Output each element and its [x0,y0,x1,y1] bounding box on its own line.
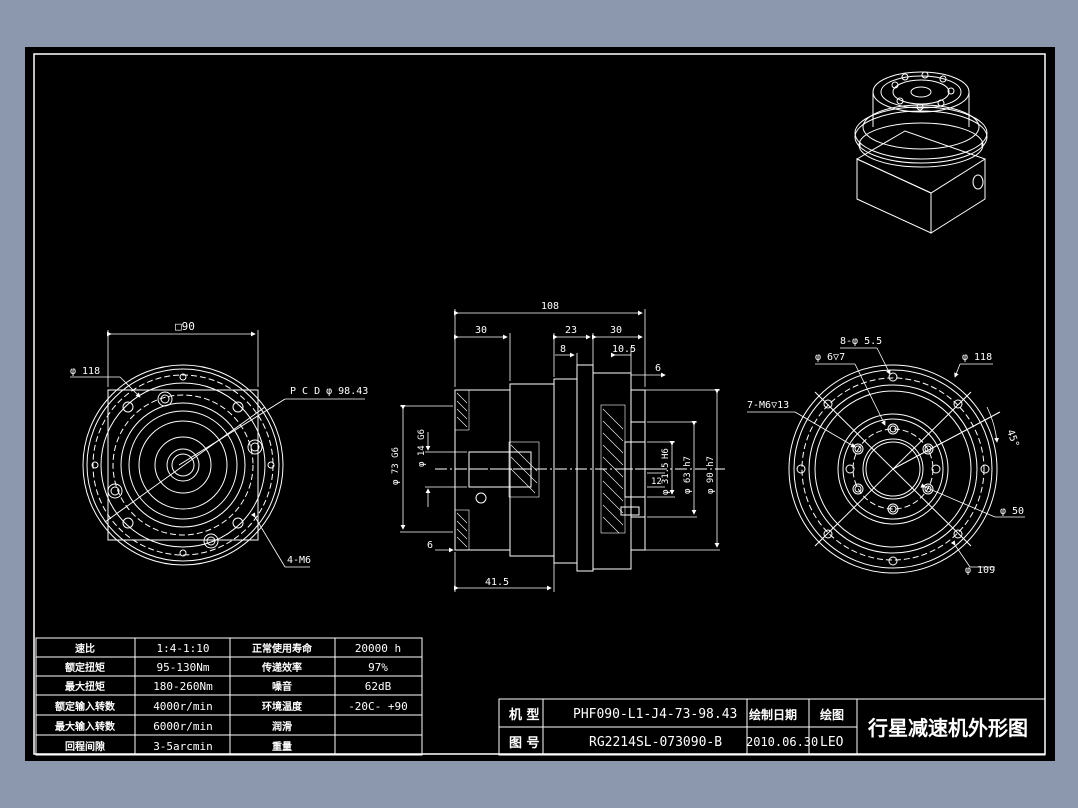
title-drawing-no-value: RG2214SL-073090-B [589,735,722,750]
dim-10-5: 10.5 [612,344,636,355]
side-view [435,364,725,572]
spec-param-value: 95-130Nm [157,661,210,674]
spec-param-value: 1:4-1:10 [157,642,210,655]
title-model-label: 机 型 [509,707,540,723]
dim-dia109: φ 109 [965,565,995,576]
spec-param-label: 额定扭矩 [65,661,105,674]
dim-dia50: φ 50 [1000,506,1024,517]
spec-param-label: 正常使用寿命 [252,642,313,655]
title-date-value: 2010.06.30 [746,735,818,749]
spec-param-value: 4000r/min [153,700,213,713]
dim-dia90: φ 90 h7 [706,456,716,494]
title-drawing-no-label: 图 号 [509,736,540,751]
dim-pcd: P C D φ 98.43 [290,386,368,397]
dim-6-top: 6 [655,363,661,374]
dim-holes-front: 4-M6 [287,555,311,566]
spec-param-value: 3-5arcmin [153,740,213,753]
dim-23: 23 [565,325,577,336]
dim-12: 12 [651,477,662,487]
dim-30-left: 30 [475,325,487,336]
dim-threads: 7-M6▽13 [747,400,789,411]
drawing-title: 行星减速机外形图 [867,716,1028,740]
spec-param-label: 最大扭矩 [65,680,105,693]
spec-param-value: 6000r/min [153,720,213,733]
side-hatch [454,389,626,551]
spec-param-label: 润滑 [272,720,292,733]
title-block [498,698,1046,756]
isometric-view [854,71,988,234]
dim-dia14: φ 14 G6 [417,429,427,467]
dim-h6: H6 [661,448,671,459]
spec-param-value: -20C- +90 [348,700,408,713]
spec-param-value: 20000 h [355,642,401,655]
cad-drawing: □90 φ 118 P C D φ 98.43 4-M6 [33,53,1046,756]
side-view-dimensions [400,309,720,592]
dim-dia73: φ 73 G6 [391,447,401,485]
front-view-dimensions [70,330,365,568]
spec-param-label: 速比 [75,642,95,655]
spec-table-cells: 速比 1:4-1:10 正常使用寿命 20000 h 额定扭矩 95-130Nm 传递效率 9… [55,642,408,753]
spec-param-label: 环境温度 [262,700,303,713]
dim-dia-outer-front: φ 118 [70,366,100,377]
title-drawn-label: 绘图 [820,707,844,722]
dim-41-5: 41.5 [485,577,509,588]
dim-dia31-5: φ 31.5 [661,462,671,495]
title-date-label: 绘制日期 [749,707,797,722]
spec-param-label: 最大输入转数 [55,720,116,733]
spec-param-value: 180-260Nm [153,680,213,693]
dim-6-bottom: 6 [427,540,433,551]
output-view [788,364,1001,574]
dim-dia118-output: φ 118 [962,352,992,363]
spec-param-label: 回程间隙 [65,740,105,753]
spec-table [35,637,423,756]
output-view-dimensions [747,347,1025,568]
spec-param-value: 97% [368,661,388,674]
drawing-border [33,53,1046,755]
dim-8: 8 [560,344,566,355]
output-bolt-holes [796,372,990,566]
spec-param-label: 噪音 [272,680,292,693]
spec-param-label: 传递效率 [261,661,302,674]
dim-8-holes: 8-φ 5.5 [840,336,882,347]
drawing-viewport[interactable]: □90 φ 118 P C D φ 98.43 4-M6 [25,47,1055,761]
title-drawn-value: LEO [820,735,844,750]
dim-total-length: 108 [541,301,559,312]
dim-30-right: 30 [610,325,622,336]
spec-param-value: 62dB [365,680,392,693]
dim-counterbore: φ 6▽7 [815,352,845,363]
dim-dia63: φ 63 h7 [683,456,693,494]
dim-angle: 45° [1004,428,1021,449]
title-model-value: PHF090-L1-J4-73-98.43 [573,707,737,722]
front-bolt-holes [91,373,275,557]
spec-param-label: 重量 [272,740,292,753]
dim-square: □90 [175,320,195,333]
spec-param-label: 额定输入转数 [55,700,116,713]
front-view [82,364,286,566]
